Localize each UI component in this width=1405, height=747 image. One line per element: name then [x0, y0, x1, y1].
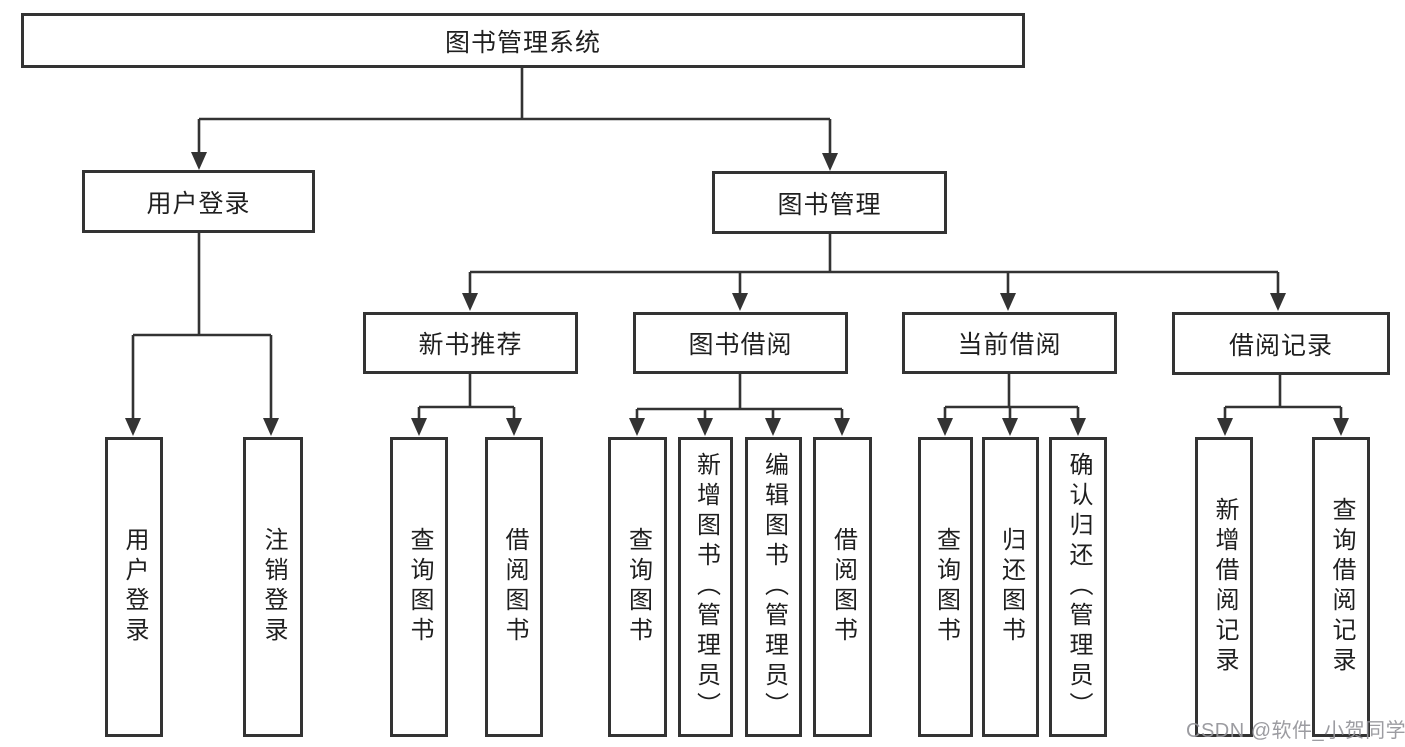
leaf-return-book: 归还图书: [982, 437, 1039, 737]
leaf-query-books-recommend: 查询图书: [390, 437, 448, 737]
node-book-borrow: 图书借阅: [633, 312, 848, 374]
leaf-label: 借阅图书: [501, 527, 528, 647]
watermark: CSDN @软件_小贺同学: [1186, 720, 1405, 742]
node-label: 借阅记录: [1228, 331, 1333, 360]
node-label: 当前借阅: [957, 331, 1062, 359]
node-user-login: 用户登录: [82, 170, 315, 233]
node-label: 用户登录: [146, 189, 251, 218]
leaf-add-book-admin: 新增图书（管理员）: [678, 437, 733, 737]
node-current-borrow: 当前借阅: [902, 312, 1117, 374]
leaf-user-login: 用户登录: [105, 437, 163, 737]
leaf-label: 归还图书: [997, 527, 1025, 647]
leaf-label: 注销登录: [260, 527, 287, 647]
leaf-label: 借阅图书: [829, 527, 857, 647]
leaf-label: 查询图书: [624, 527, 652, 647]
leaf-label: 查询借阅记录: [1328, 497, 1355, 677]
leaf-confirm-return-admin: 确认归还（管理员）: [1049, 437, 1107, 737]
leaf-query-books-current: 查询图书: [918, 437, 973, 737]
leaf-label: 查询图书: [406, 527, 433, 647]
leaf-borrow-books-recommend: 借阅图书: [485, 437, 543, 737]
node-borrow-records: 借阅记录: [1172, 312, 1390, 375]
leaf-label: 确认归还（管理员）: [1065, 452, 1092, 722]
leaf-edit-book-admin: 编辑图书（管理员）: [745, 437, 802, 737]
leaf-label: 编辑图书（管理员）: [760, 452, 788, 722]
leaf-label: 用户登录: [121, 527, 148, 647]
node-label: 图书管理: [777, 190, 882, 219]
node-new-book-recommend: 新书推荐: [363, 312, 578, 374]
leaf-label: 新增借阅记录: [1211, 497, 1238, 677]
leaf-add-borrow-record: 新增借阅记录: [1195, 437, 1253, 737]
leaf-label: 查询图书: [932, 527, 960, 647]
leaf-borrow-books: 借阅图书: [813, 437, 872, 737]
leaf-label: 新增图书（管理员）: [692, 452, 720, 722]
leaf-logout: 注销登录: [243, 437, 303, 737]
node-label: 新书推荐: [418, 331, 523, 359]
node-library-management-system: 图书管理系统: [21, 13, 1025, 68]
node-label: 图书借阅: [688, 331, 793, 359]
leaf-query-borrow-record: 查询借阅记录: [1312, 437, 1370, 737]
leaf-query-books-borrow: 查询图书: [608, 437, 667, 737]
node-label: 图书管理系统: [444, 28, 601, 57]
node-book-management: 图书管理: [712, 171, 947, 234]
